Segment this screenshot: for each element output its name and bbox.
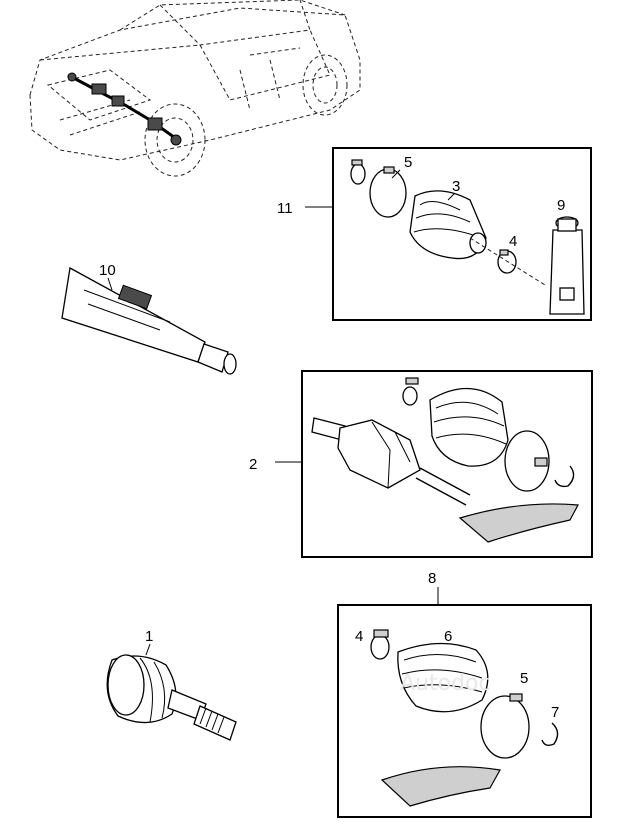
clamp-ring-2 <box>504 430 550 492</box>
grease-sachet-8 <box>380 766 501 807</box>
boot-2 <box>429 387 509 467</box>
callout-2: 2 <box>249 456 257 473</box>
clamp-small-2 <box>402 377 419 406</box>
callout-3: 3 <box>452 178 460 195</box>
kit-box-8 <box>337 604 592 818</box>
callout-5a: 5 <box>404 154 412 171</box>
callout-10: 10 <box>99 262 116 279</box>
callout-4a: 4 <box>509 233 517 250</box>
callout-11: 11 <box>277 200 293 217</box>
kit-box-11 <box>332 147 592 321</box>
watermark: Autodoc <box>400 671 491 696</box>
clamp-ring-8 <box>480 693 530 759</box>
inner-joint-2 <box>311 417 471 506</box>
grease-tube-10 <box>61 266 237 375</box>
clamp-small-11 <box>350 159 366 185</box>
snap-ring-2 <box>554 465 575 488</box>
kit-box-2 <box>301 370 593 558</box>
clamp-ring-11 <box>369 166 407 218</box>
callout-9: 9 <box>557 197 565 214</box>
vehicle-illustration <box>29 0 361 177</box>
clamp-4-box8 <box>370 629 390 660</box>
boot-3 <box>409 190 487 260</box>
grease-tube-9 <box>549 216 585 315</box>
boot-6 <box>397 642 489 713</box>
grease-sachet-2 <box>458 503 579 543</box>
callout-4b: 4 <box>355 628 363 645</box>
snap-ring-8 <box>541 722 559 747</box>
callout-8: 8 <box>428 570 436 587</box>
callout-5b: 5 <box>520 670 528 687</box>
callout-7: 7 <box>551 704 559 721</box>
outer-joint-1 <box>106 654 237 741</box>
callout-6: 6 <box>444 628 452 645</box>
clamp-4-box11 <box>497 249 517 274</box>
callout-1: 1 <box>145 628 153 645</box>
